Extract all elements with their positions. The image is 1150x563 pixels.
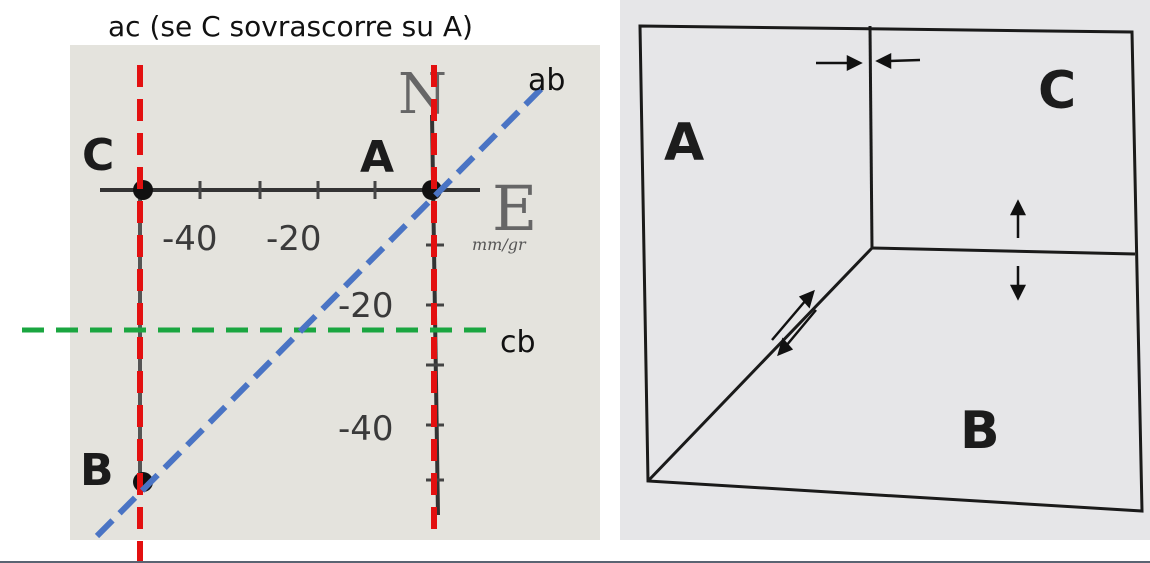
line-label-cb: cb xyxy=(500,325,536,360)
y-tick-label-minus20: -20 xyxy=(338,286,394,326)
caption-title: ac (se C sovrascorre su A) xyxy=(108,10,473,43)
fault-ab xyxy=(646,246,874,483)
y-tick-label-minus40: -40 xyxy=(338,409,394,449)
arrows-convergent xyxy=(816,52,921,72)
x-tick-marks xyxy=(198,181,377,199)
arrows-strike-slip xyxy=(771,289,817,357)
block-diagram-svg: A C B xyxy=(620,0,1150,540)
north-label: N xyxy=(398,62,447,127)
block-b-label: B xyxy=(960,401,1000,461)
fault-cb xyxy=(871,246,1136,256)
fault-ac xyxy=(868,25,874,249)
x-tick-label-minus20: -20 xyxy=(266,219,322,259)
unit-label: mm/gr xyxy=(472,235,527,254)
block-diagram-photo: A C B xyxy=(620,0,1150,540)
x-tick-label-minus40: -40 xyxy=(162,219,218,259)
line-label-ab: ab xyxy=(528,63,565,98)
arrows-divergent xyxy=(1009,199,1027,301)
point-c-label: C xyxy=(82,130,114,181)
east-label: E xyxy=(492,172,537,245)
point-b-label: B xyxy=(80,445,114,496)
point-a-label: A xyxy=(360,132,394,183)
slide-bottom-bar xyxy=(0,561,1150,563)
block-c-label: C xyxy=(1038,61,1076,121)
block-a-label: A xyxy=(664,113,704,173)
blue-dashed-line-ab xyxy=(94,82,548,539)
block-frame xyxy=(638,24,1144,513)
